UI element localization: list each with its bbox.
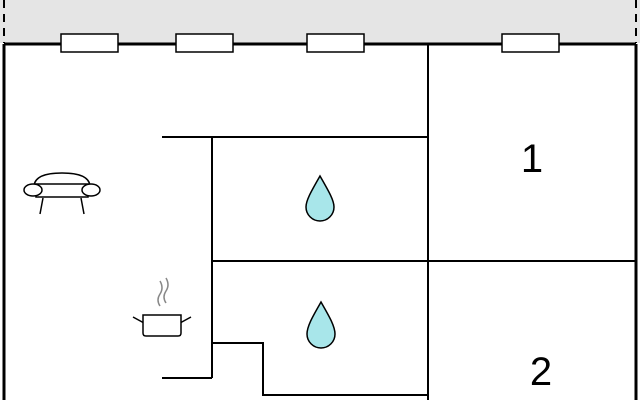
- window: [501, 33, 560, 53]
- bedroom-1-number: 1: [521, 137, 543, 181]
- wall-bathroom-step: [212, 342, 428, 396]
- window: [306, 33, 365, 53]
- water-drop-icon: [306, 300, 336, 349]
- cooking-pot-icon: [132, 277, 192, 337]
- sofa-icon: [23, 172, 101, 215]
- window: [60, 33, 119, 53]
- window: [175, 33, 234, 53]
- bedroom-2-number: 2: [530, 350, 552, 394]
- water-drop-icon: [305, 174, 335, 222]
- windows: [60, 33, 560, 53]
- interior-walls: [162, 44, 636, 400]
